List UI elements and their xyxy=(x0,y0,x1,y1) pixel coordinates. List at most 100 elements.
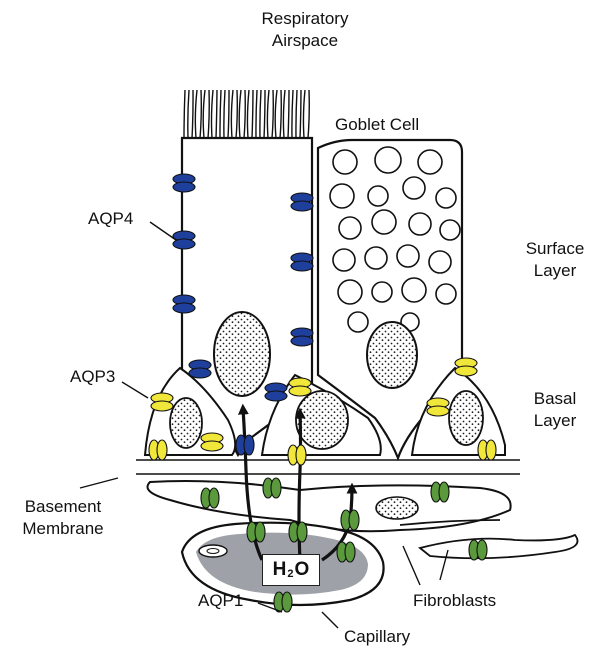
mucus-granule xyxy=(409,213,431,235)
cilium xyxy=(212,90,213,138)
goblet-cell-label: Goblet Cell xyxy=(335,114,419,136)
cilium xyxy=(308,90,309,138)
mucus-granule xyxy=(333,150,357,174)
airspace-label: Respiratory Airspace xyxy=(245,8,365,52)
cilium xyxy=(296,90,297,138)
mucus-granule xyxy=(436,188,456,208)
surface-layer-label: Surface Layer xyxy=(515,238,595,282)
cilium xyxy=(303,90,305,138)
aqp1-channel xyxy=(469,540,487,560)
aqp4-channel xyxy=(291,193,313,211)
aqp3-channel xyxy=(288,445,306,465)
aqp1-channel xyxy=(289,522,307,542)
cilium xyxy=(292,90,293,138)
aqp1-channel xyxy=(341,510,359,530)
basement-membrane-label: Basement Membrane xyxy=(8,496,118,540)
basal-cell-left-nucleus xyxy=(170,398,202,448)
cilium xyxy=(247,90,249,138)
mucus-granule xyxy=(403,177,425,199)
cilium xyxy=(188,90,189,138)
aqp3-channel xyxy=(289,378,311,396)
aqp3-channel xyxy=(149,440,167,460)
cilium xyxy=(208,90,209,138)
aqp4-channel xyxy=(236,435,254,455)
aqp4-channel xyxy=(173,231,195,249)
mucus-granule xyxy=(429,251,451,273)
fibroblast-process-right xyxy=(420,535,578,558)
basal-layer-line1: Basal xyxy=(515,388,595,410)
aqp3-channel xyxy=(151,393,173,411)
mucus-granule xyxy=(368,186,388,206)
airspace-label-line1: Respiratory xyxy=(245,8,365,30)
aqp4-channel xyxy=(189,360,211,378)
mucus-granule xyxy=(440,220,460,240)
basement-membrane-line2: Membrane xyxy=(8,518,118,540)
fibroblast-nucleus xyxy=(376,497,418,519)
surface-layer-line1: Surface xyxy=(515,238,595,260)
aqp3-channel xyxy=(427,398,449,416)
basal-cell-right-nucleus xyxy=(449,391,483,445)
aqp3-channel xyxy=(478,440,496,460)
cilium xyxy=(300,90,301,138)
mucus-granule xyxy=(375,147,401,173)
cilium xyxy=(200,90,201,138)
water-label-h: H xyxy=(273,559,287,581)
aqp4-channel xyxy=(291,253,313,271)
cilium xyxy=(220,90,221,138)
cilium xyxy=(244,90,245,138)
aqp4-channel xyxy=(265,383,287,401)
capillary-label: Capillary xyxy=(344,626,410,648)
water-label: H2O xyxy=(262,554,320,586)
cilium xyxy=(203,90,205,138)
mucus-granule xyxy=(333,249,355,271)
mucus-granule xyxy=(339,217,361,239)
ciliated-cell-nucleus xyxy=(214,312,270,396)
aqp4-label: AQP4 xyxy=(88,208,133,230)
aqp1-channel xyxy=(337,542,355,562)
basal-layer-line2: Layer xyxy=(515,410,595,432)
aqp4-channel xyxy=(291,328,313,346)
aqp4-channel xyxy=(173,295,195,313)
aqp1-channel xyxy=(263,478,281,498)
red-blood-cell xyxy=(199,545,227,557)
cilium xyxy=(283,90,285,138)
basement-membrane-line1: Basement xyxy=(8,496,118,518)
surface-layer-line2: Layer xyxy=(515,260,595,282)
mucus-granule xyxy=(330,184,354,208)
aqp1-channel xyxy=(247,522,265,542)
aqp3-channel xyxy=(455,358,477,376)
submucosal-fibroblast-layer xyxy=(148,481,511,531)
basement-membrane xyxy=(136,460,520,474)
cilium xyxy=(216,90,217,138)
basal-layer-label: Basal Layer xyxy=(515,388,595,432)
mucus-granule xyxy=(402,278,426,302)
cilium xyxy=(184,90,185,138)
mucus-granule xyxy=(436,284,456,304)
mucus-granule xyxy=(365,247,387,269)
cilium xyxy=(267,90,269,138)
cilium xyxy=(224,90,225,138)
cilium xyxy=(236,90,237,138)
mucus-granule xyxy=(348,312,368,332)
aqp3-label: AQP3 xyxy=(70,366,115,388)
cilium xyxy=(252,90,253,138)
basal-cell-middle-nucleus xyxy=(296,391,348,449)
airspace-label-line2: Airspace xyxy=(245,30,365,52)
aqp1-channel xyxy=(431,482,449,502)
mucus-granule xyxy=(397,245,419,267)
mucus-granule xyxy=(338,280,362,304)
goblet-cell-nucleus xyxy=(367,322,417,388)
cilium xyxy=(260,90,261,138)
cilia xyxy=(184,90,309,138)
aqp3-channel xyxy=(201,433,223,451)
cilium xyxy=(280,90,281,138)
cilium xyxy=(231,90,233,138)
aqp1-channel xyxy=(201,488,219,508)
cilium xyxy=(272,90,273,138)
water-label-o: O xyxy=(295,559,310,581)
mucus-granule xyxy=(418,150,442,174)
cilium xyxy=(195,90,197,138)
mucus-granule xyxy=(372,210,396,234)
cilium xyxy=(264,90,265,138)
